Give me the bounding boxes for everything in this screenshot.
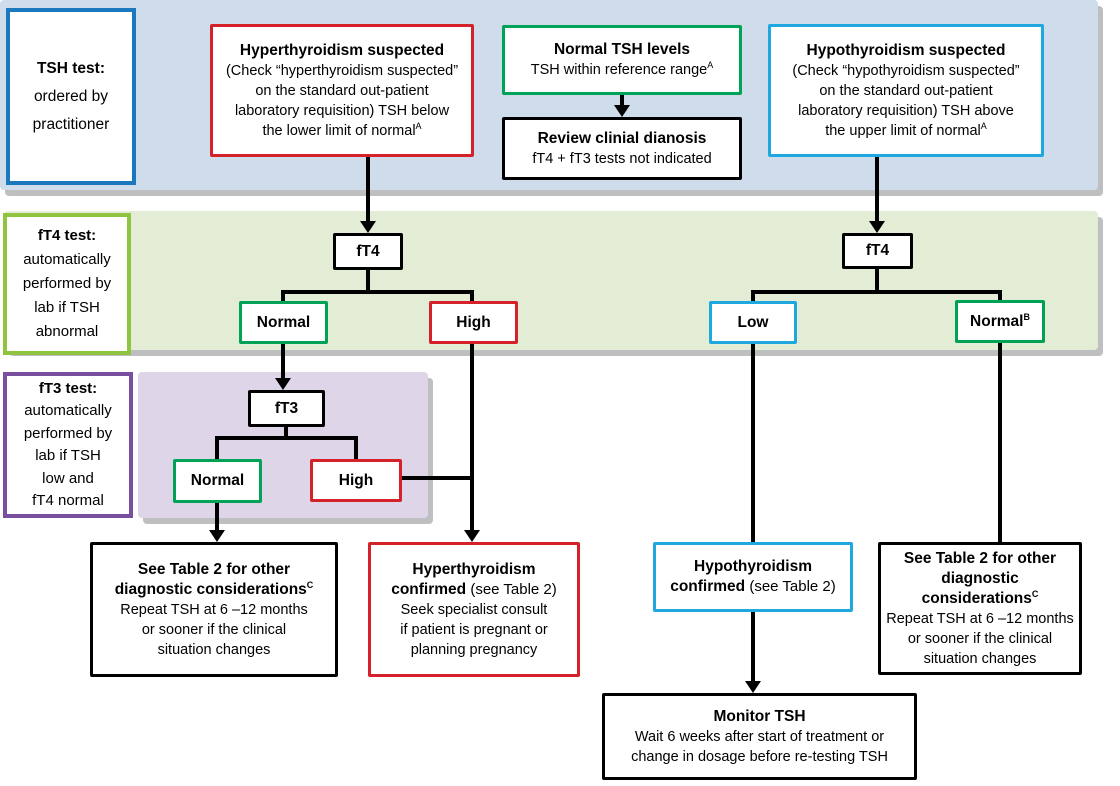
connector-normaltsh-to-review (620, 95, 624, 107)
footnote-a: A (707, 60, 714, 71)
see-table-left-body: Repeat TSH at 6 –12 months or sooner if … (120, 601, 308, 658)
ft4-left-label: fT4 (356, 242, 380, 260)
ft3-label: fT3 (274, 399, 299, 417)
ft3-high-box: High (310, 459, 402, 502)
connector-branch-to-high-left (470, 290, 474, 303)
footnote-c: C (1031, 588, 1039, 599)
ft4-high-left-label: High (456, 313, 491, 331)
hyperthyroidism-confirmed-box: Hyperthyroidism confirmed (see Table 2) … (368, 542, 580, 677)
connector-branch-to-normal-left (281, 290, 285, 303)
connector-ft3-high-join (402, 476, 472, 480)
ft4-normal-right-box: NormalB (955, 300, 1045, 343)
hypo-confirmed-title: Hypothyroidism confirmed (see Table 2) (670, 558, 836, 595)
footnote-a: A (980, 120, 987, 131)
arrowhead-ft3-normal-to-see-table (209, 530, 225, 542)
see-table-right-body: Repeat TSH at 6 –12 months or sooner if … (886, 610, 1074, 667)
ft4-low-box: Low (709, 301, 797, 344)
ft3-test-lane-label: fT3 test: automatically performed by lab … (3, 372, 133, 518)
hypothyroidism-suspected-box: Hypothyroidism suspected (Check “hypothy… (768, 24, 1044, 157)
normal-tsh-levels-box: Normal TSH levels TSH within reference r… (502, 25, 742, 95)
connector-ft4-left-branch (281, 290, 474, 294)
review-clinical-diagnosis-box: Review clinial dianosis fT4 + fT3 tests … (502, 117, 742, 180)
connector-branch-to-low (751, 290, 755, 303)
see-table-2-right-box: See Table 2 for other diagnostic conside… (878, 542, 1082, 675)
ft4-lane-background (4, 211, 1098, 350)
connector-ft3-branch (215, 436, 358, 440)
monitor-tsh-body: Wait 6 weeks after start of treatment or… (631, 728, 888, 765)
monitor-tsh-box: Monitor TSH Wait 6 weeks after start of … (602, 693, 917, 780)
connector-high-to-hyper-confirmed (470, 344, 474, 532)
footnote-c: C (306, 579, 314, 590)
connector-ft4-left-stem (366, 270, 370, 292)
tsh-lane-title: TSH test: (36, 59, 106, 77)
footnote-b: B (1023, 311, 1030, 322)
normal-tsh-title: Normal TSH levels (553, 41, 691, 58)
review-body: fT4 + fT3 tests not indicated (532, 150, 712, 167)
monitor-tsh-title: Monitor TSH (713, 707, 806, 725)
connector-normal-to-ft3 (281, 344, 285, 380)
connector-ft4-right-stem (875, 268, 879, 292)
ft4-right-box: fT4 (842, 233, 913, 269)
hyper-suspected-body: (Check “hyperthyroidism suspected” on th… (225, 62, 459, 139)
connector-low-to-hypo-confirmed (751, 344, 755, 544)
tsh-test-lane-label: TSH test: ordered by practitioner (6, 8, 136, 185)
ft3-normal-label: Normal (190, 472, 245, 489)
connector-branch-to-normal-b (998, 290, 1002, 302)
hyperthyroidism-suspected-box: Hyperthyroidism suspected (Check “hypert… (210, 24, 474, 157)
ft3-high-label: High (338, 471, 374, 489)
hyper-suspected-title: Hyperthyroidism suspected (239, 41, 445, 59)
arrowhead-hyper-to-ft4 (360, 221, 376, 233)
connector-ft4-right-branch (751, 290, 1002, 294)
connector-ft3-normal-to-see-table (215, 503, 219, 532)
connector-branch-to-ft3-high (354, 436, 358, 459)
ft4-lane-body: automatically performed by lab if TSH ab… (22, 251, 112, 340)
arrowhead-normal-to-ft3 (275, 378, 291, 390)
hypo-suspected-title: Hypothyroidism suspected (806, 41, 1006, 59)
ft3-lane-title: fT3 test: (38, 379, 98, 397)
hypothyroidism-confirmed-box: Hypothyroidism confirmed (see Table 2) (653, 542, 853, 612)
normal-tsh-body: TSH within reference rangeA (530, 60, 714, 78)
arrowhead-high-to-hyper-confirmed (464, 530, 480, 542)
connector-normal-b-to-see-table (998, 343, 1002, 544)
review-title: Review clinial dianosis (537, 129, 707, 147)
connector-hypo-confirmed-to-monitor (751, 612, 755, 683)
ft4-normal-right-label: NormalB (970, 311, 1030, 330)
see-table-left-title: See Table 2 for other diagnostic conside… (114, 560, 314, 598)
connector-hypo-to-ft4 (875, 157, 879, 221)
ft4-normal-left-label: Normal (256, 313, 311, 331)
arrowhead-normaltsh-to-review (614, 105, 630, 117)
ft4-low-label: Low (737, 313, 769, 331)
connector-hyper-to-ft4 (366, 157, 370, 221)
ft3-lane-body: automatically performed by lab if TSH lo… (23, 402, 113, 509)
footnote-a: A (415, 120, 422, 131)
hypo-suspected-body: (Check “hypothyroidism suspected” on the… (792, 62, 1020, 139)
see-table-right-title: See Table 2 for other diagnostic conside… (903, 549, 1057, 607)
hyper-confirmed-body: Seek specialist consult if patient is pr… (400, 601, 548, 658)
arrowhead-hypo-confirmed-to-monitor (745, 681, 761, 693)
see-table-2-left-box: See Table 2 for other diagnostic conside… (90, 542, 338, 677)
ft4-left-box: fT4 (333, 233, 403, 270)
connector-ft3-stem (284, 427, 288, 438)
ft4-lane-title: fT4 test: (37, 227, 97, 244)
hyper-confirmed-title: Hyperthyroidism confirmed (see Table 2) (391, 560, 557, 598)
ft4-right-label: fT4 (865, 242, 890, 259)
connector-branch-to-ft3-normal (215, 436, 219, 459)
ft4-test-lane-label: fT4 test: automatically performed by lab … (3, 213, 131, 355)
ft4-high-left-box: High (429, 301, 518, 344)
ft3-box: fT3 (248, 390, 325, 427)
tsh-lane-body: ordered by practitioner (32, 87, 110, 133)
ft4-normal-left-box: Normal (239, 301, 328, 344)
arrowhead-hypo-to-ft4 (869, 221, 885, 233)
ft3-normal-box: Normal (173, 459, 262, 503)
